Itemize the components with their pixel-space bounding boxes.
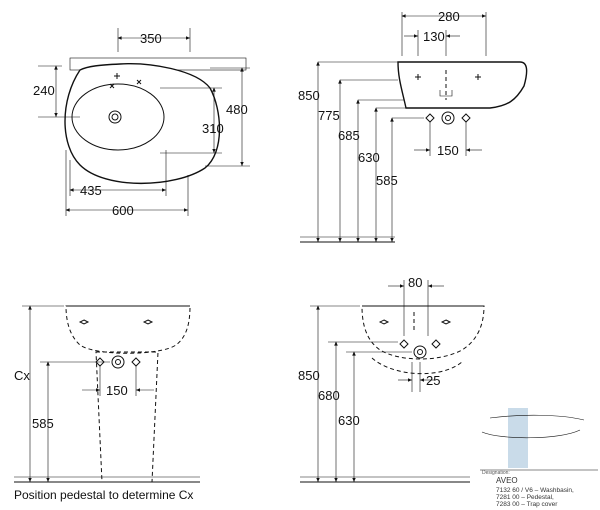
- dim-bottom-600: 600: [112, 203, 134, 218]
- basin-outline: [64, 63, 221, 185]
- dim-side-150: 150: [437, 143, 459, 158]
- svg-text:630: 630: [338, 413, 360, 428]
- dim-side-280: 280: [438, 9, 460, 24]
- basin-outline-dashed: [65, 305, 191, 354]
- drain-connection-icon: [441, 111, 455, 125]
- pedestal-front-view: Cx 585 150 Position pedestal to determin…: [14, 305, 200, 502]
- dim-top-350: 350: [140, 31, 162, 46]
- height-dimensions: 850 775 685 630 585: [298, 61, 424, 242]
- svg-text:850: 850: [298, 88, 320, 103]
- water-connection-icon: [425, 113, 435, 123]
- height-dimensions: 850 680 630: [298, 305, 412, 482]
- dim-pedestal-150: 150: [106, 383, 128, 398]
- title-line-2: 7281 00 – Pedestal,: [496, 494, 554, 501]
- basin-side: [397, 61, 528, 109]
- drain-connection-icon: [111, 355, 125, 369]
- title-line-3: 7283 00 – Trap cover: [496, 501, 558, 508]
- dim-trap-25: 25: [426, 373, 440, 388]
- drain-icon: [108, 110, 122, 124]
- svg-text:850: 850: [298, 368, 320, 383]
- top-view: 350 240 480 310 435 600: [33, 28, 250, 218]
- tap-hole-icon: [109, 73, 142, 89]
- pedestal-note: Position pedestal to determine Cx: [14, 488, 193, 502]
- pedestal-outline: [95, 351, 159, 483]
- dim-right-480: 480: [226, 102, 248, 117]
- dim-585: 585: [32, 416, 54, 431]
- dim-right-310: 310: [202, 121, 224, 136]
- dim-left-240: 240: [33, 83, 55, 98]
- svg-text:775: 775: [318, 108, 340, 123]
- drain-connection-icon: [413, 345, 427, 359]
- title-block: Designation: AVEO 7132 60 / V6 – Washbas…: [480, 408, 598, 508]
- trap-cover-outline: [371, 357, 463, 375]
- water-connection-icon: [461, 113, 471, 123]
- title-line-1: 7132 60 / V6 – Washbasin,: [496, 487, 574, 494]
- side-view: 280 130 850 775 685 630 585: [298, 9, 528, 243]
- title-product: AVEO: [496, 476, 518, 485]
- dim-trap-80: 80: [408, 275, 422, 290]
- svg-text:585: 585: [376, 173, 398, 188]
- dim-bottom-435: 435: [80, 183, 102, 198]
- title-accent: [508, 408, 528, 468]
- basin-outline-dashed: [361, 305, 485, 360]
- svg-text:685: 685: [338, 128, 360, 143]
- dim-side-130: 130: [423, 29, 445, 44]
- dim-cx: Cx: [14, 368, 30, 383]
- title-header: Designation:: [482, 470, 510, 476]
- trap-cover-view: 80 25 850 680 630: [298, 275, 485, 483]
- svg-text:680: 680: [318, 388, 340, 403]
- svg-text:630: 630: [358, 150, 380, 165]
